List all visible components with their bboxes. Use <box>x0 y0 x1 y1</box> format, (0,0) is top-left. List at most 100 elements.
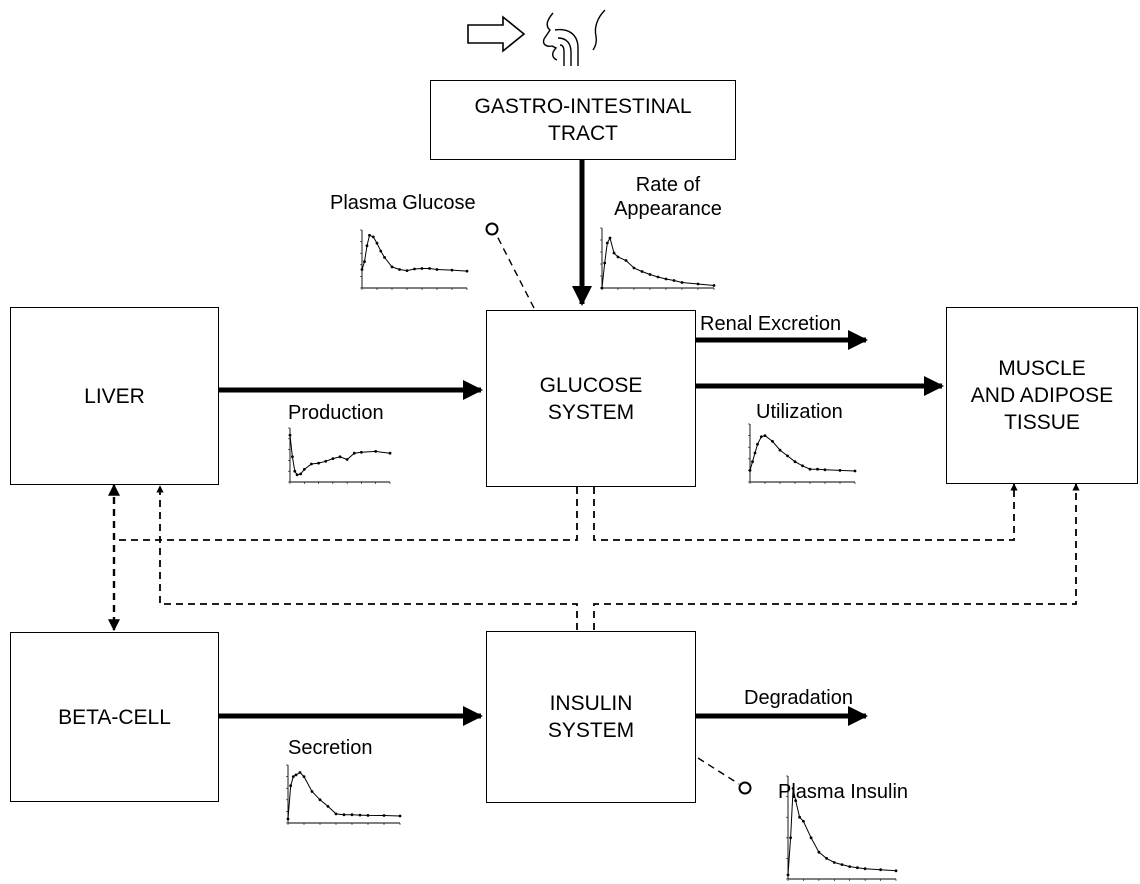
chart-point <box>350 813 354 817</box>
chart-point <box>605 241 609 245</box>
chart-point <box>712 284 716 287</box>
chart-point <box>288 433 292 437</box>
muscle-label-line1: MUSCLE <box>998 357 1086 380</box>
chart-point <box>794 799 798 803</box>
chart-point <box>298 771 302 774</box>
chart-point <box>608 236 612 240</box>
chart-point <box>382 814 386 817</box>
chart-point <box>848 865 852 868</box>
chart-point <box>302 775 306 778</box>
chart-point <box>358 813 362 817</box>
chart-point <box>310 790 314 793</box>
chart-point <box>291 455 294 459</box>
rate-of-appearance-label: Rate of Appearance <box>598 173 738 221</box>
chart-point <box>680 281 684 284</box>
chart-point <box>326 805 330 808</box>
dashed-plasma-glucose-probe <box>495 233 535 309</box>
chart-point <box>465 269 469 273</box>
chart-point <box>616 255 620 259</box>
chart-point <box>371 235 375 239</box>
chart-point <box>318 798 322 802</box>
chart-point <box>656 275 660 279</box>
dashed-insulin-to-muscle <box>593 483 1080 630</box>
dashed-glucose-to-liver <box>114 487 578 541</box>
chart-point <box>398 814 402 818</box>
chart-series-line <box>361 234 468 272</box>
chart-point <box>801 464 804 468</box>
chart-point <box>863 867 867 871</box>
chart-point <box>853 469 857 473</box>
chart-point <box>294 773 298 777</box>
chart-point <box>600 286 604 290</box>
chart-point <box>648 273 652 276</box>
chart-point <box>748 469 752 472</box>
chart-point <box>798 815 801 819</box>
chart-point <box>383 256 386 259</box>
muscle-label-line2: AND ADIPOSE <box>970 384 1114 407</box>
beta-cell-label: BETA-CELL <box>58 705 171 729</box>
chart-plasma-glucose <box>360 229 469 290</box>
insulin-label-line1: INSULIN <box>549 692 633 715</box>
utilization-label: Utilization <box>756 401 843 423</box>
chart-point <box>374 450 378 453</box>
chart-point <box>672 279 676 282</box>
chart-point <box>751 460 754 464</box>
chart-point <box>338 455 342 459</box>
chart-point <box>793 460 797 464</box>
chart-point <box>324 459 328 463</box>
chart-point <box>286 817 290 821</box>
chart-series-line <box>749 435 856 472</box>
chart-point <box>786 873 790 877</box>
chart-point <box>786 454 789 458</box>
production-label: Production <box>288 402 384 424</box>
plasma-glucose-label: Plasma Glucose <box>330 192 476 214</box>
chart-point <box>428 267 431 270</box>
chart-point <box>825 857 828 860</box>
insulin-label-line2: SYSTEM <box>547 719 635 742</box>
chart-point <box>345 458 349 461</box>
chart-point <box>360 268 364 271</box>
liver-label: LIVER <box>84 384 145 408</box>
chart-point <box>763 434 767 437</box>
chart-series-line <box>289 435 391 476</box>
chart-point <box>809 836 813 840</box>
chart-point <box>808 467 812 471</box>
chart-point <box>840 863 844 866</box>
insulin-system-box: INSULIN SYSTEM <box>486 631 696 803</box>
gi-label-line2: TRACT <box>548 122 618 145</box>
chart-point <box>823 468 827 472</box>
chart-point <box>334 812 338 816</box>
chart-production <box>288 427 392 484</box>
chart-secretion <box>286 764 402 825</box>
chart-point <box>342 813 346 817</box>
chart-rate-of-appearance <box>600 227 716 290</box>
chart-point <box>603 261 607 265</box>
chart-point <box>398 268 401 271</box>
chart-point <box>317 461 320 465</box>
chart-series-line <box>601 236 715 289</box>
chart-point <box>753 451 757 455</box>
chart-point <box>291 775 295 778</box>
glucose-label-line1: GLUCOSE <box>539 373 643 397</box>
chart-point <box>756 442 759 446</box>
chart-utilization <box>748 423 857 484</box>
liver-box: LIVER <box>10 307 219 485</box>
chart-point <box>838 469 842 472</box>
chart-point <box>450 268 454 272</box>
secretion-label: Secretion <box>288 737 373 759</box>
chart-point <box>789 836 792 840</box>
dashed-glucose-to-muscle <box>593 483 1018 541</box>
chart-point <box>771 440 774 443</box>
chart-point <box>388 451 392 455</box>
chart-point <box>640 270 644 273</box>
chart-point <box>802 819 805 823</box>
chart-point <box>360 450 363 454</box>
chart-point <box>420 267 424 270</box>
chart-point <box>664 277 668 281</box>
chart-point <box>390 265 394 269</box>
chart-point <box>856 866 859 870</box>
